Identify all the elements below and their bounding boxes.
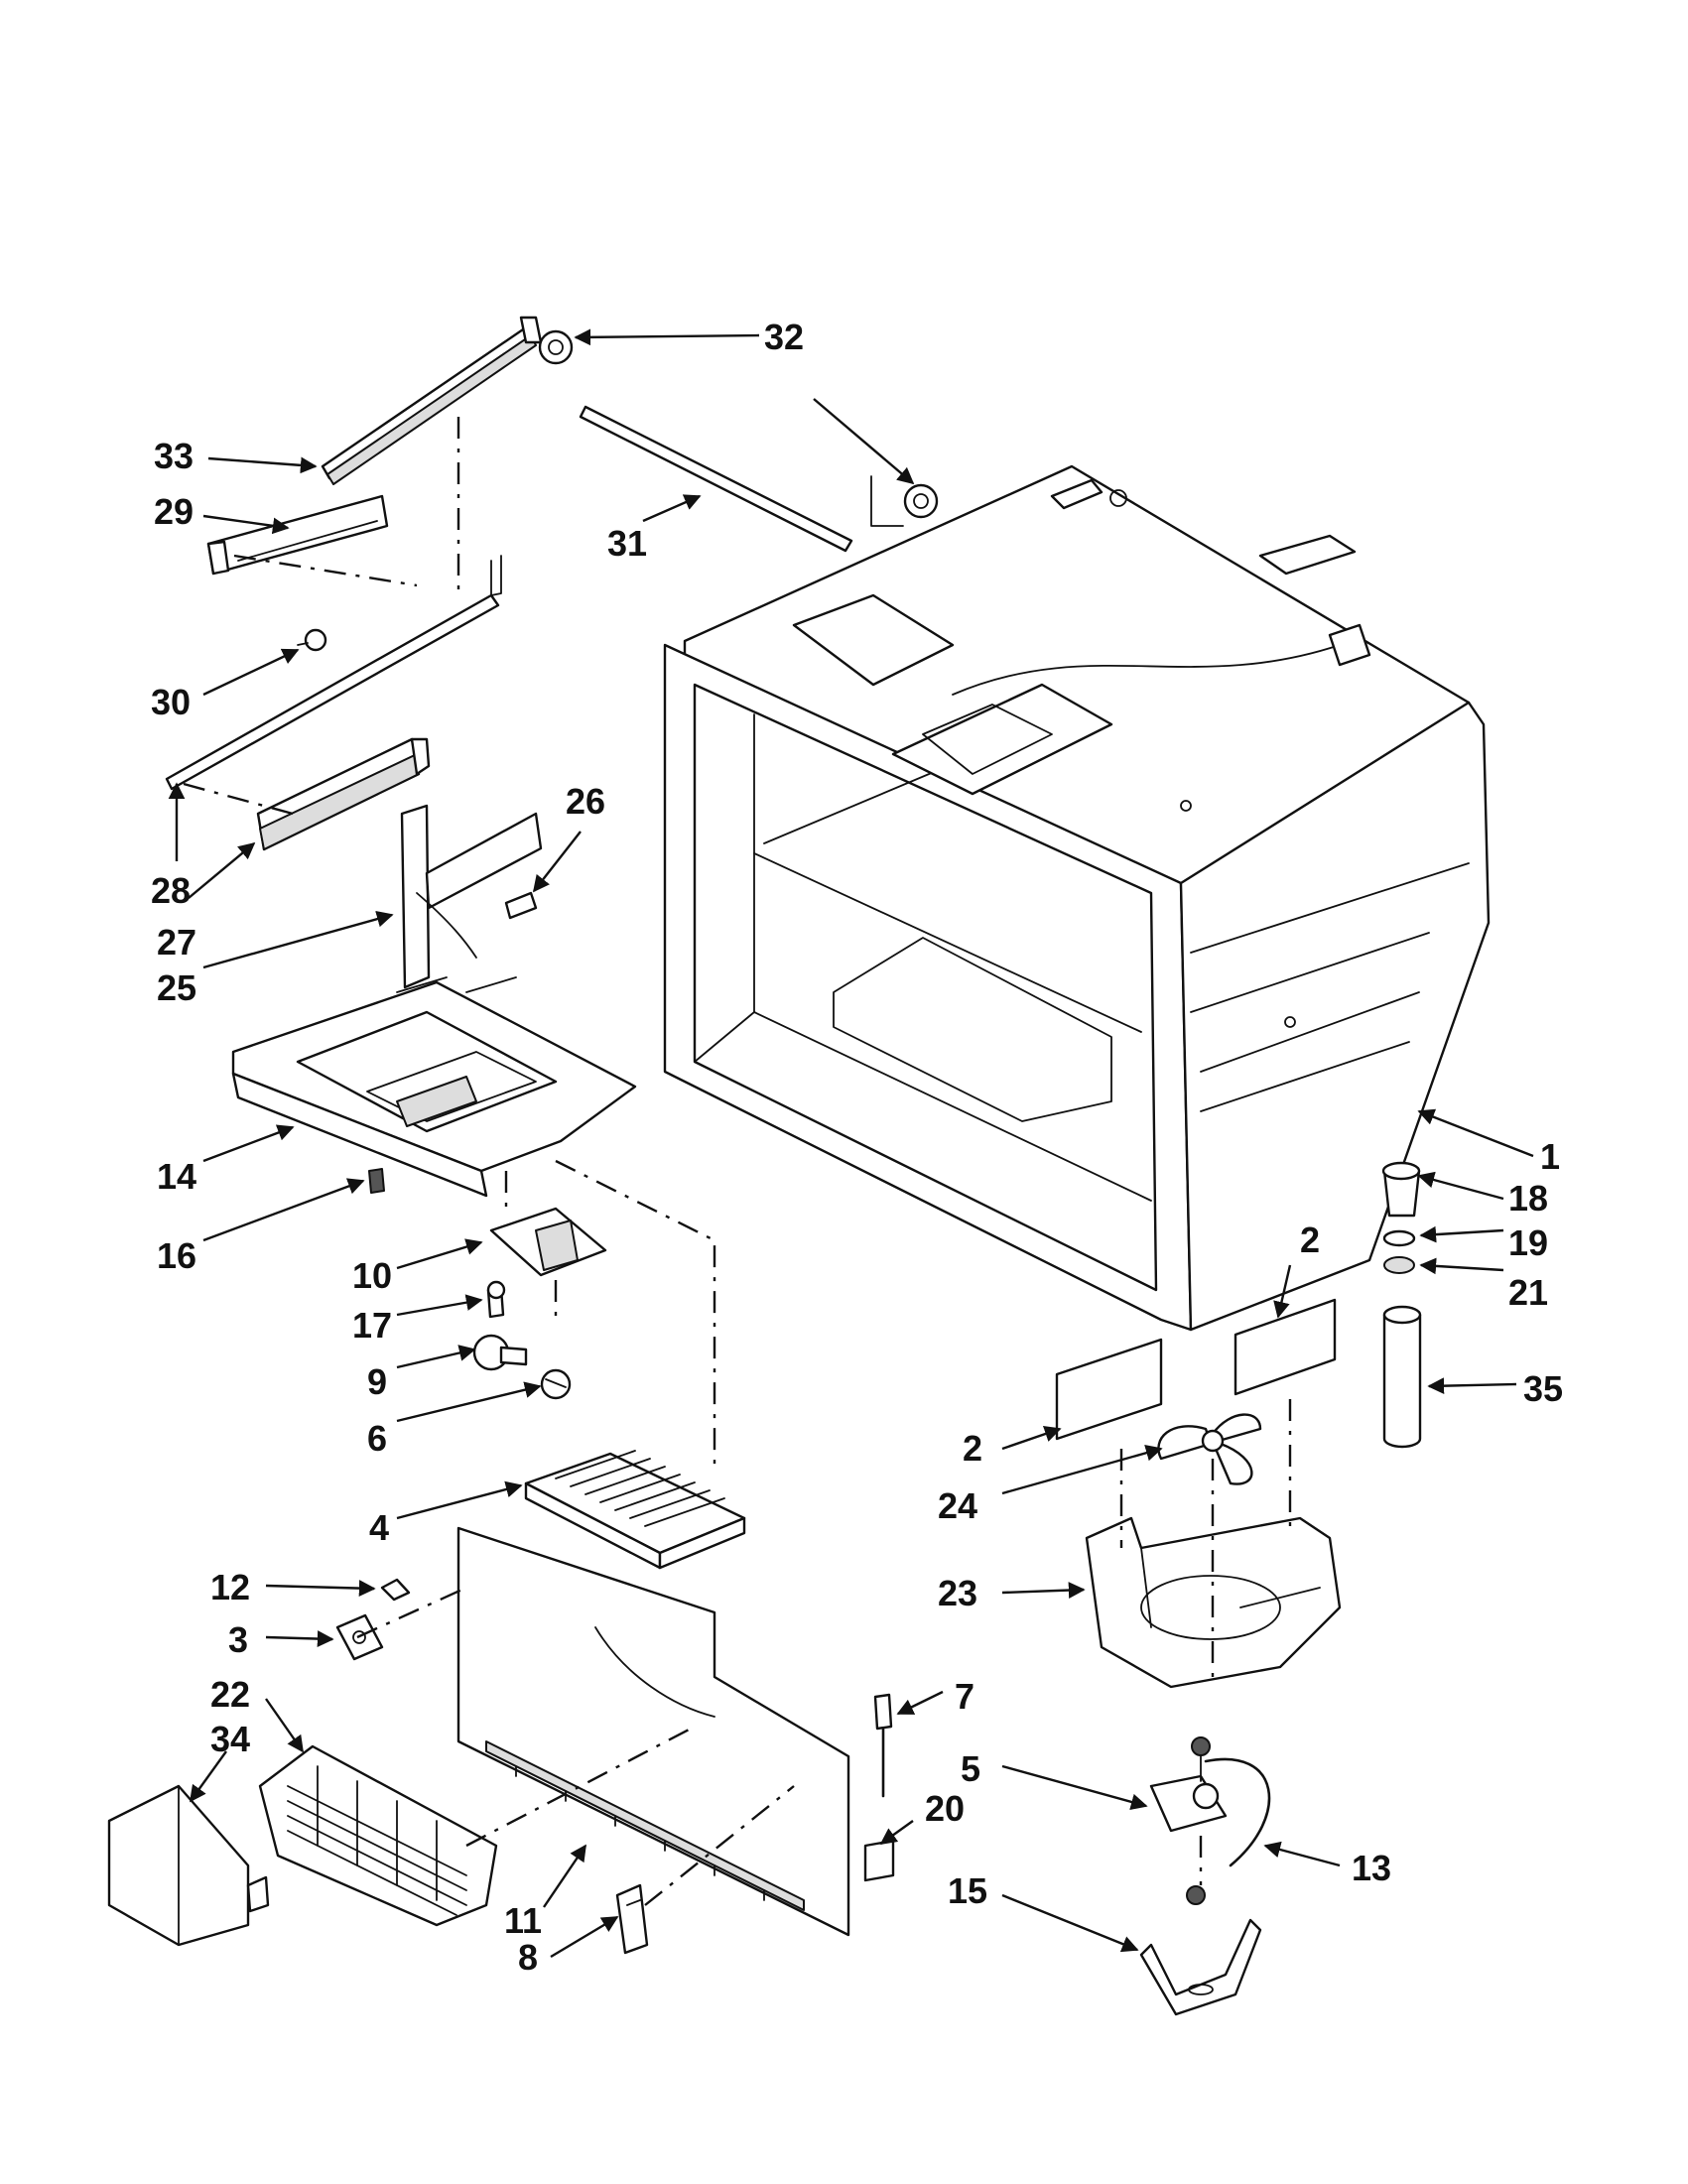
part-17-screw [486,1280,506,1319]
part-33-rail [321,316,543,485]
part-2-foam-right [1234,1298,1337,1396]
label-18: 18 [1508,1178,1548,1219]
label-3: 3 [228,1619,248,1660]
label-1: 1 [1540,1136,1560,1177]
part-34-cover [107,1784,270,1947]
label-23: 23 [938,1573,977,1613]
label-29: 29 [154,491,194,532]
label-8: 8 [518,1937,538,1978]
label-35: 35 [1523,1368,1563,1409]
part-31-rod [579,405,853,553]
part-5-fan-motor [1149,1736,1228,1833]
part-25-bracket [400,804,543,989]
part-18-drain-cup [1381,1161,1421,1218]
label-13: 13 [1352,1848,1391,1888]
label-24: 24 [938,1485,977,1526]
part-30-screw [297,628,327,652]
label-14: 14 [157,1156,196,1197]
part-19-ring [1382,1229,1416,1247]
part-29-slide [206,494,389,576]
alignment-line [465,1725,696,1848]
label-7: 7 [955,1676,974,1717]
part-32-gear-right [870,475,939,527]
label-27: 27 [157,922,196,963]
part-15-bracket [1139,1885,1262,2016]
label-16: 16 [157,1235,196,1276]
part-13-wire [1204,1757,1271,1867]
label-30: 30 [151,682,191,722]
part-8-clip [615,1883,649,1955]
part-6-socket [540,1368,572,1400]
part-22-grille [258,1744,498,1927]
part-4-tray [524,1450,746,1570]
part-14-cover [231,976,637,1198]
label-11: 11 [504,1900,542,1941]
label-20: 20 [925,1788,965,1829]
label-12: 12 [210,1567,250,1607]
part-10-light-housing [489,1207,607,1277]
label-6: 6 [367,1418,387,1459]
label-9: 9 [367,1361,387,1402]
label-28: 28 [151,870,191,911]
label-25: 25 [157,967,196,1008]
part-27-bracket [256,737,431,851]
part-2-foam-left [1055,1338,1163,1441]
leader-lines [168,328,1534,1959]
part-21-plug [1383,1256,1415,1274]
label-26: 26 [566,781,605,822]
alignment-line [356,1586,467,1639]
part-35-tube [1382,1305,1422,1449]
alignment-line [233,554,418,587]
label-32-top: 32 [764,317,804,357]
part-9-bulb [472,1334,528,1371]
label-21: 21 [1508,1272,1548,1313]
label-5: 5 [961,1748,980,1789]
label-19: 19 [1508,1222,1548,1263]
label-2-top: 2 [1300,1220,1320,1260]
label-22: 22 [210,1674,250,1715]
label-31: 31 [607,523,647,564]
part-28-rail [165,555,502,791]
part-16-clip [368,1168,385,1194]
label-10: 10 [352,1255,392,1296]
part-11-panel [456,1526,850,1937]
part-24-fan-blade [1157,1413,1262,1485]
alignment-line [644,1785,795,1906]
label-33: 33 [154,436,194,476]
part-12-screw [380,1578,411,1602]
part-26-screw [504,891,538,920]
label-4: 4 [369,1507,389,1548]
callout-labels: 32 33 29 31 30 26 28 27 25 1 14 18 16 19… [151,317,1563,1978]
part-32-gear-top [538,329,574,365]
label-17: 17 [352,1305,392,1346]
part-1-freezer-liner [663,464,1491,1332]
alignment-line [183,782,294,816]
part-20-foam-strip [863,1839,895,1882]
label-34: 34 [210,1719,250,1759]
label-15: 15 [948,1870,987,1911]
part-7-sensor [873,1693,893,1798]
alignment-line [555,1159,716,1469]
label-2-bottom: 2 [963,1428,982,1469]
